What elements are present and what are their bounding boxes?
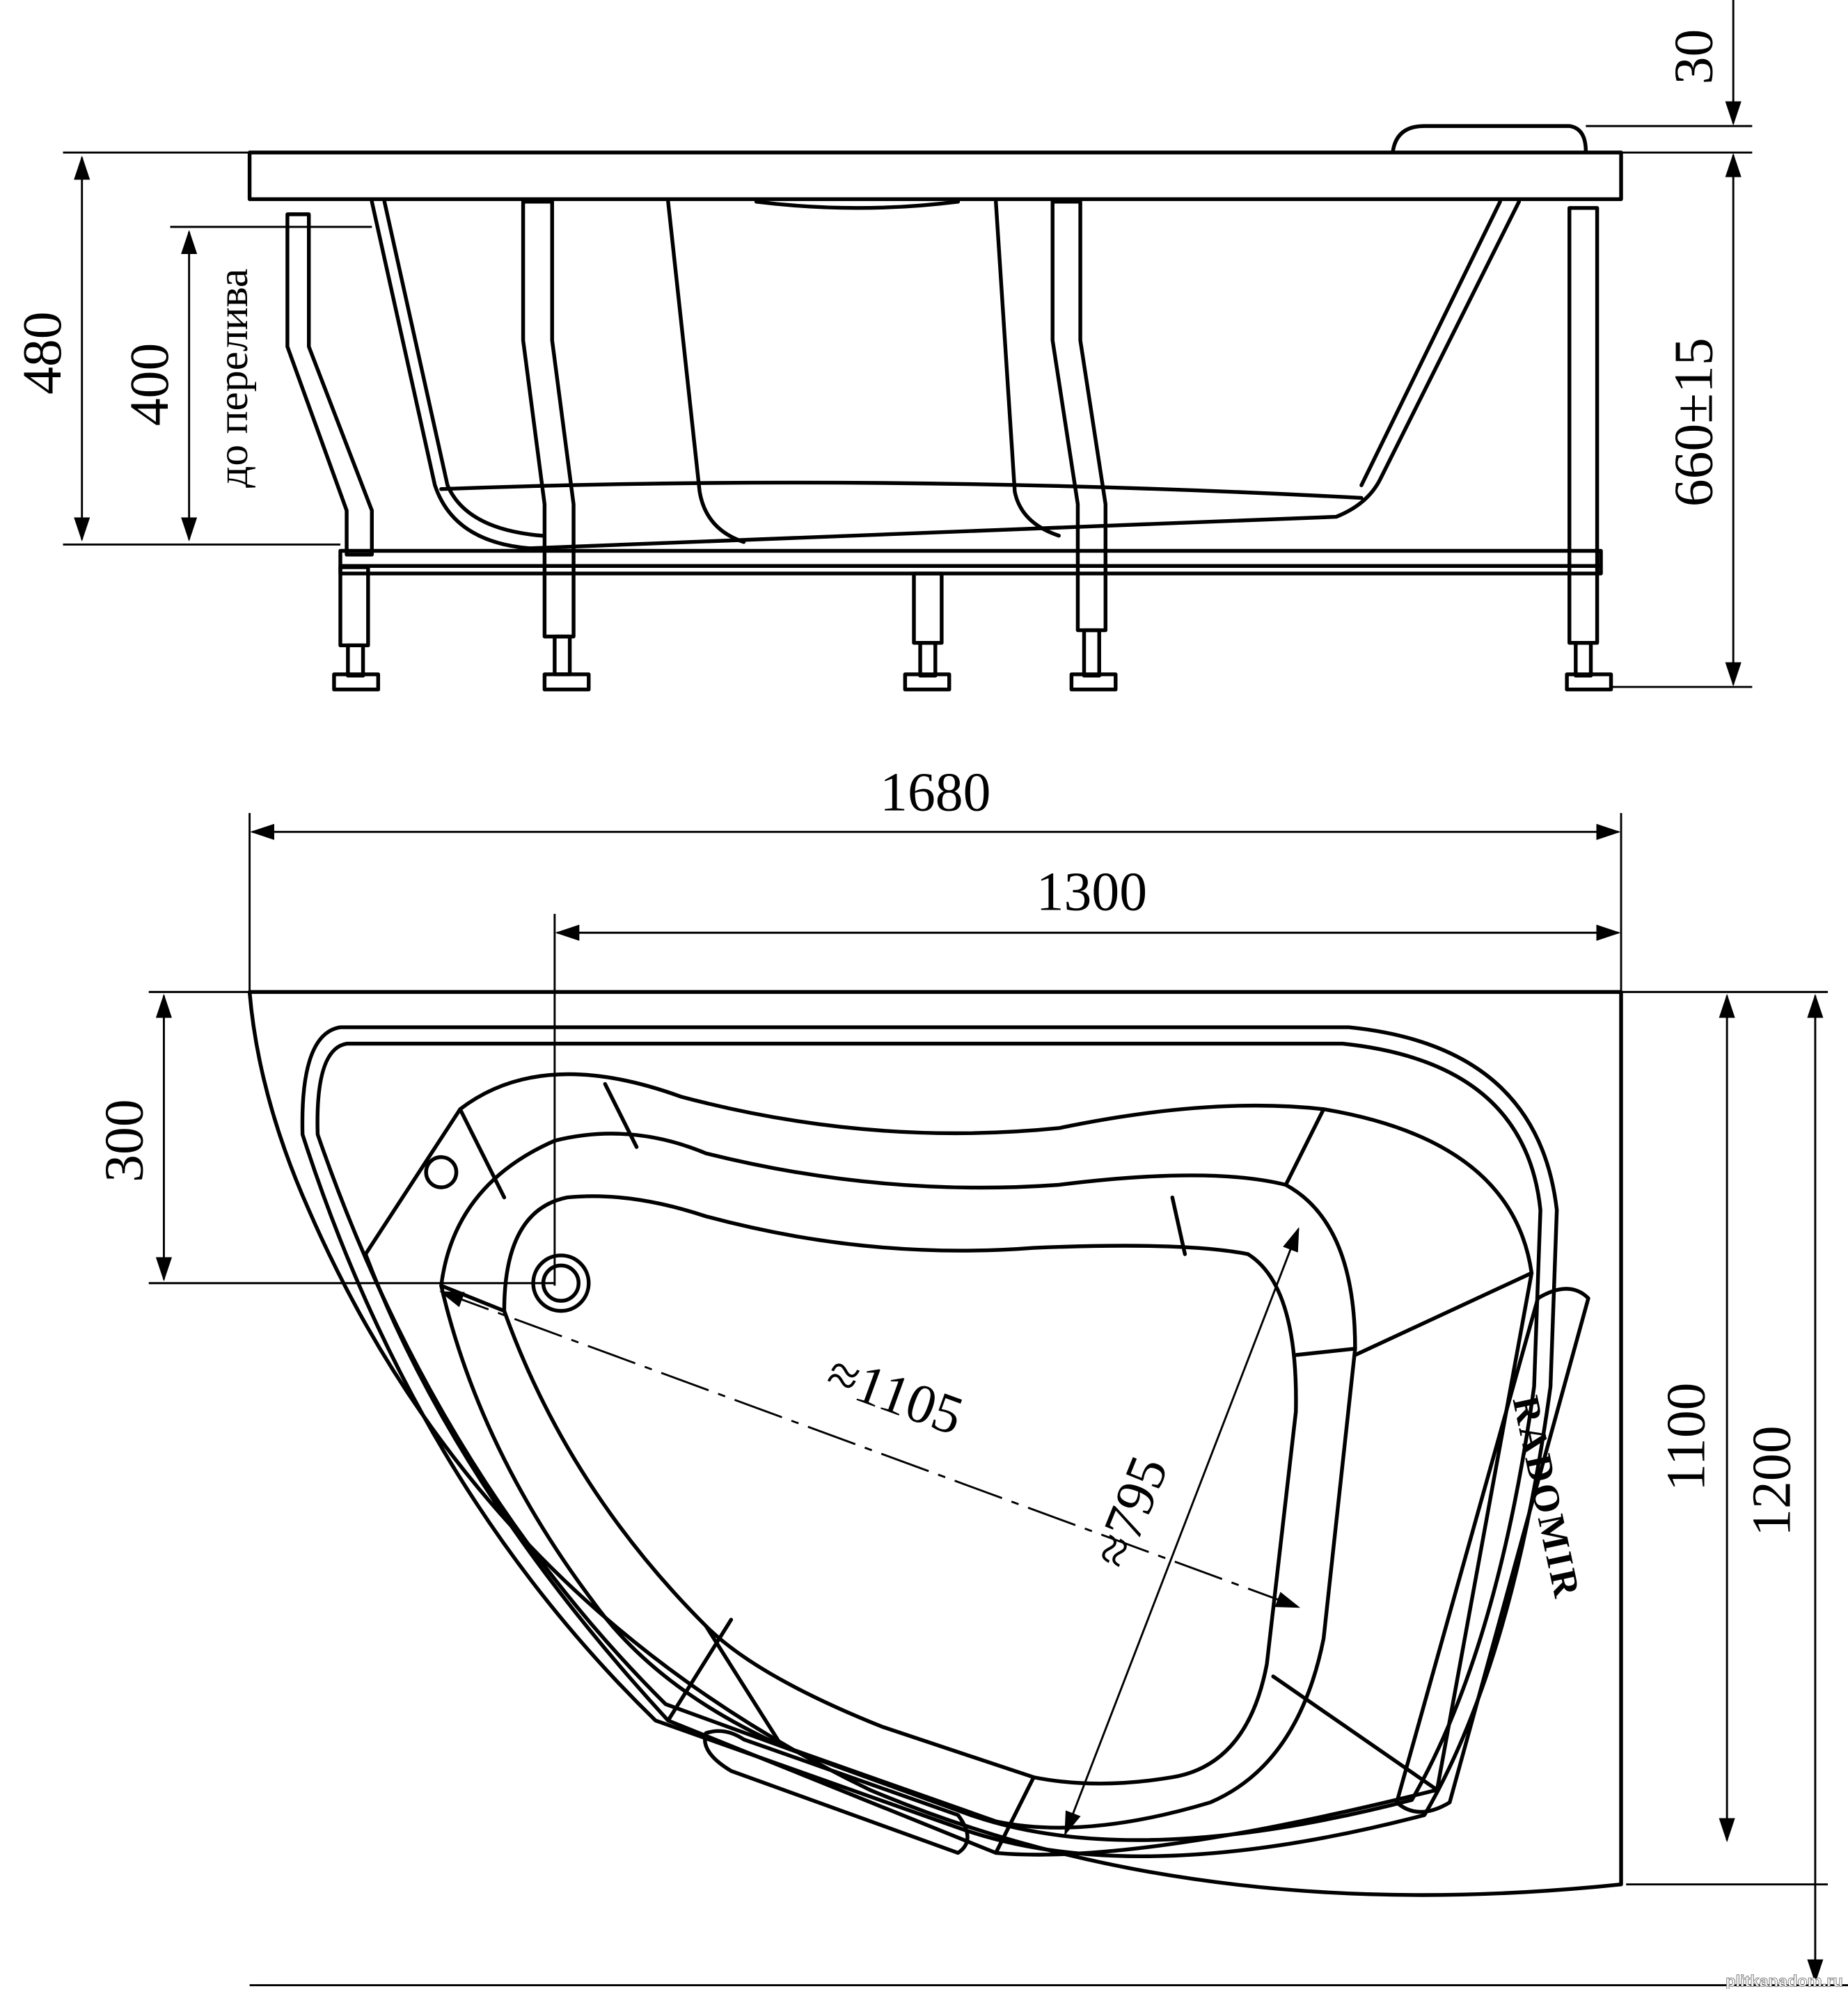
dim-795: ≈795 — [1081, 1448, 1180, 1576]
top-view: 1680 1300 RADOMIR 300 1100 1200 ≈1105 ≈7… — [94, 762, 1848, 1987]
basin-floor — [502, 1194, 1298, 1786]
legs — [285, 200, 1613, 692]
dim-480: 480 — [12, 311, 73, 395]
watermark: plitkanadom.ru — [1725, 1972, 1843, 1989]
frame-rail — [338, 548, 1603, 568]
basin-outer — [363, 1072, 1534, 1857]
dim-660: 660±15 — [1663, 338, 1724, 507]
headrest-side — [1391, 124, 1588, 154]
overflow-note: до перелива — [210, 269, 257, 488]
dim-1105: ≈1105 — [819, 1342, 971, 1447]
dim-300: 300 — [94, 1099, 155, 1182]
tub-rim — [247, 150, 1623, 201]
dim-1300: 1300 — [1036, 862, 1147, 923]
basin-outline — [370, 200, 1522, 550]
dim-30: 30 — [1663, 29, 1724, 85]
tub-outline — [247, 990, 1623, 1897]
headrest-top — [703, 1729, 970, 1855]
basin-middle — [439, 1132, 1357, 1830]
armrest — [1394, 1287, 1590, 1814]
dim-1200: 1200 — [1742, 1425, 1803, 1536]
overflow-icon — [424, 1155, 459, 1189]
dim-1100: 1100 — [1656, 1383, 1717, 1491]
side-view: 480 400 до перелива 30 660±15 — [12, 0, 1753, 692]
dim-400: 400 — [119, 343, 180, 427]
rim-inner — [315, 1041, 1542, 1842]
dim-1680: 1680 — [880, 762, 990, 823]
rim-outer — [300, 1025, 1559, 1859]
